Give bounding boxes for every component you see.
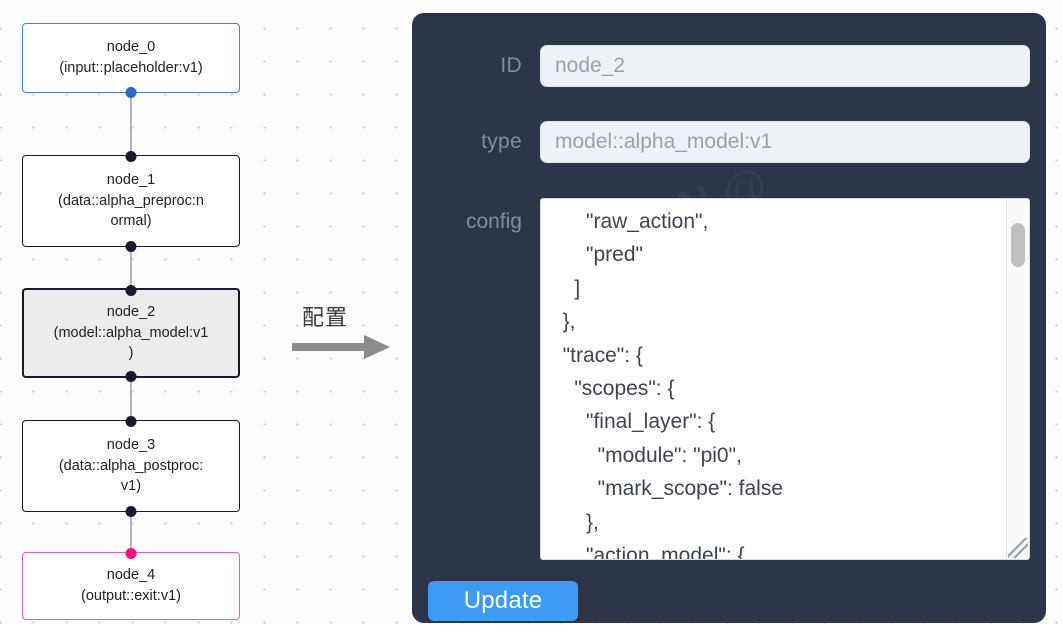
node-label: node_4 (output::exit:v1) — [81, 567, 181, 604]
config-scrollbar-thumb[interactable] — [1011, 223, 1025, 267]
resize-grip-icon[interactable] — [1008, 538, 1028, 558]
graph-node-node_3[interactable]: node_3 (data::alpha_postproc: v1) — [22, 415, 240, 517]
node-label: node_3 (data::alpha_postproc: v1) — [58, 437, 204, 495]
node-handle-top[interactable] — [125, 547, 137, 559]
node-handle-bottom[interactable] — [125, 505, 137, 517]
node-inspector-panel: CSDN @ CSDN ID type config "raw_action",… — [412, 13, 1046, 623]
node-label: node_1 (data::alpha_preproc:n ormal) — [58, 172, 204, 230]
node-handle-top[interactable] — [125, 150, 137, 162]
field-row-id: ID — [428, 45, 1030, 87]
node-label: node_2 (model::alpha_model:v1 ) — [53, 304, 209, 362]
field-row-config: config "raw_action", "pred" ] }, "trace"… — [428, 198, 1030, 560]
node-handle-bottom[interactable] — [125, 240, 137, 252]
node-handle-top[interactable] — [125, 415, 137, 427]
node-handle-bottom[interactable] — [125, 370, 137, 382]
edge-node0-node1 — [129, 88, 133, 160]
node-handle-top[interactable] — [125, 284, 137, 296]
config-scrollbar[interactable] — [1006, 199, 1029, 559]
type-input[interactable] — [540, 121, 1030, 163]
edge-node1-node2 — [129, 242, 133, 293]
graph-node-node_0[interactable]: node_0 (input::placeholder:v1) — [22, 23, 240, 98]
graph-node-node_1[interactable]: node_1 (data::alpha_preproc:n ormal) — [22, 150, 240, 252]
field-row-type: type — [428, 121, 1030, 163]
edge-node3-node4 — [129, 507, 133, 555]
id-label: ID — [500, 54, 522, 77]
type-label: type — [481, 130, 522, 153]
update-button[interactable]: Update — [428, 581, 578, 621]
annotation-label: 配置 — [302, 306, 349, 331]
right-arrow-icon — [292, 335, 390, 359]
id-input[interactable] — [540, 45, 1030, 87]
config-label: config — [465, 210, 522, 233]
config-textarea-container[interactable]: "raw_action", "pred" ] }, "trace": { "sc… — [540, 198, 1030, 560]
graph-node-node_4[interactable]: node_4 (output::exit:v1) — [22, 547, 240, 620]
graph-node-node_2[interactable]: node_2 (model::alpha_model:v1 ) — [22, 284, 240, 382]
config-textarea[interactable]: "raw_action", "pred" ] }, "trace": { "sc… — [562, 210, 783, 559]
node-handle-bottom[interactable] — [125, 86, 137, 98]
edge-node2-node3 — [129, 373, 133, 425]
node-label: node_0 (input::placeholder:v1) — [59, 39, 203, 76]
